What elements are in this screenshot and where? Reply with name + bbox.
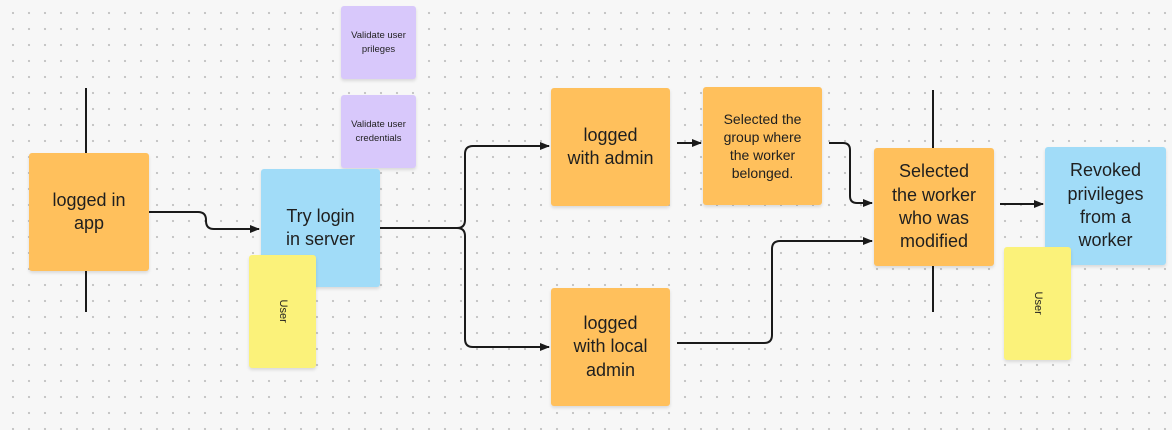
arrow-app-to-login: [149, 211, 260, 233]
arrow-local-admin-to-worker: [677, 237, 873, 344]
sticky-user-right[interactable]: User: [1004, 247, 1071, 360]
sticky-text: User: [276, 299, 289, 324]
sticky-text: User: [1031, 291, 1044, 316]
sticky-user-left[interactable]: User: [249, 255, 316, 368]
arrow-login-to-local-admin: [456, 227, 550, 351]
arrow-group-to-worker: [829, 142, 873, 207]
